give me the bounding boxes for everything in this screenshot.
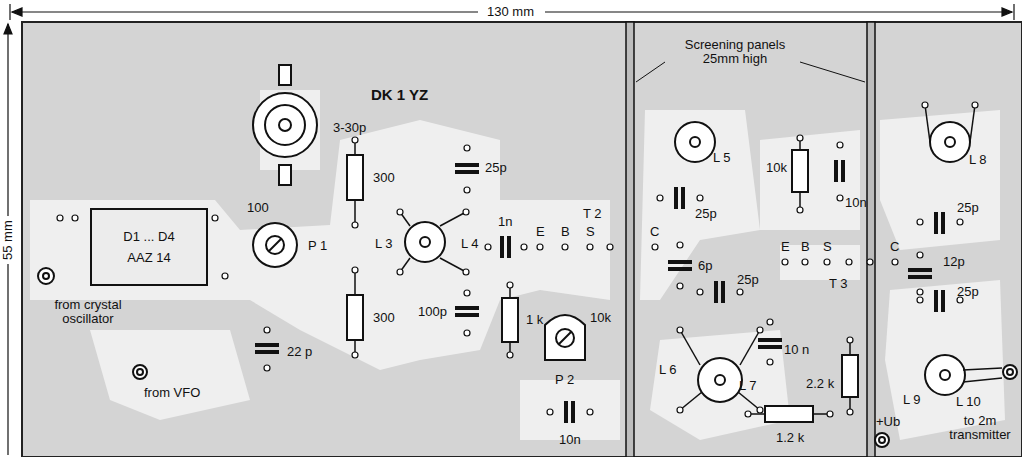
pcb-label: 25p: [485, 161, 507, 175]
pcb-label: L 5: [713, 151, 731, 165]
pcb-label: L 10: [956, 395, 981, 409]
pcb-label: from crystal oscillator: [28, 298, 148, 327]
pcb-label: 130 mm: [483, 5, 538, 19]
pcb-label: DK 1 YZ: [371, 87, 428, 104]
pcb-label: 300: [373, 171, 395, 185]
pcb-label: L 8: [969, 153, 987, 167]
pcb-label: from VFO: [144, 386, 200, 400]
pcb-label: 25p: [695, 207, 717, 221]
part-label: D1 ... D4: [123, 229, 174, 244]
pcb-label: T 2: [583, 207, 602, 221]
pcb-label: P 2: [555, 373, 574, 387]
pcb-label: 3-30p: [333, 121, 366, 135]
pcb-label: 1n: [498, 215, 512, 229]
pcb-label: C: [650, 225, 659, 239]
pcb-label: S: [823, 240, 832, 254]
pcb-label: S: [586, 225, 595, 239]
pcb-label: B: [561, 225, 570, 239]
pcb-label: 10n: [559, 433, 581, 447]
pcb-label: +Ub: [876, 415, 900, 429]
pcb-label: L 4: [461, 237, 479, 251]
pcb-label: P 1: [308, 239, 327, 253]
pcb-label: 10k: [766, 161, 787, 175]
pcb-label: 55 mm: [1, 216, 15, 264]
pcb-label: E: [536, 225, 545, 239]
pcb-label: L 9: [903, 393, 921, 407]
pcb-label: C: [890, 240, 899, 254]
diode-ring-box: D1 ... D4 AAZ 14: [90, 208, 208, 286]
pcb-label: L 7: [739, 379, 757, 393]
pcb-label: L 6: [659, 363, 677, 377]
pcb-label: 1 k: [526, 313, 543, 327]
pcb-label: 10k: [590, 311, 611, 325]
pcb-label: 25p: [957, 201, 979, 215]
pcb-label: 6p: [698, 259, 712, 273]
part-label: AAZ 14: [127, 250, 170, 265]
pcb-label: T 3: [829, 277, 848, 291]
pcb-label: E: [781, 240, 790, 254]
pcb-label: 300: [373, 311, 395, 325]
pcb-label: 2.2 k: [806, 377, 834, 391]
pcb-label: 10n: [845, 196, 867, 210]
pcb-label: B: [801, 240, 810, 254]
pcb-label: to 2m transmitter: [945, 414, 1015, 443]
pcb-label: 25p: [957, 285, 979, 299]
pcb-label: 100: [247, 201, 269, 215]
pcb-label: 10 n: [784, 343, 809, 357]
pcb-label: 12p: [943, 255, 965, 269]
pcb-label: L 3: [375, 237, 393, 251]
pcb-label: 100p: [418, 305, 447, 319]
pcb-label: 22 p: [287, 345, 312, 359]
pcb-label: 25p: [737, 273, 759, 287]
pcb-label: 1.2 k: [776, 431, 804, 445]
pcb-label: Screening panels 25mm high: [680, 38, 790, 67]
